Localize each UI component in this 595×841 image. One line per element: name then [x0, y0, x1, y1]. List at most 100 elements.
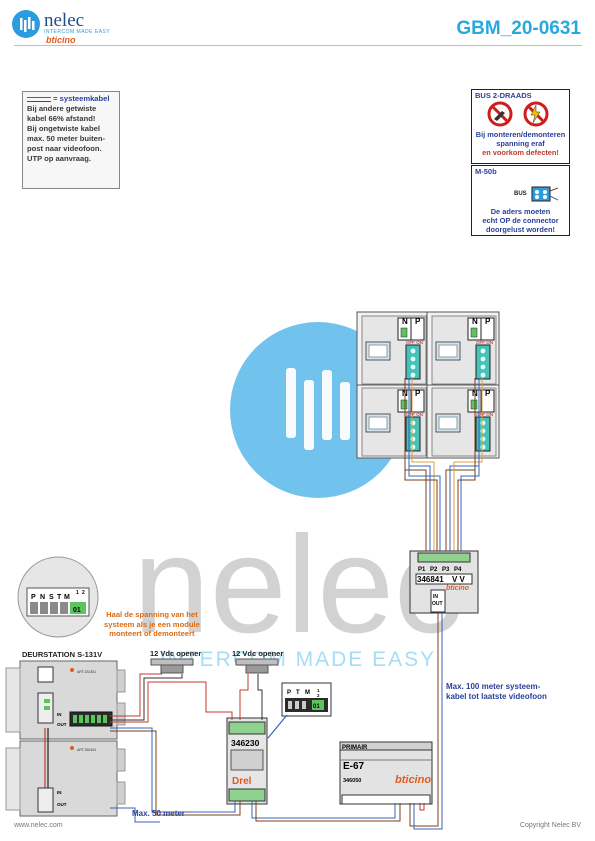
distributor-code: 346841	[417, 575, 444, 584]
note-line-2: kabel 66% afstand!	[27, 114, 96, 123]
distributor-in: IN	[433, 594, 438, 600]
monitor-3-off: OFF ON	[406, 412, 423, 417]
distributor-vv: V V	[452, 575, 466, 584]
voltage-note: Haal de spanning van het systeem als je …	[104, 610, 200, 639]
relay-brand: Drel	[232, 776, 252, 787]
note-line-5: post naar videofoon.	[27, 144, 102, 153]
nelec-logo-icon	[12, 10, 40, 38]
door-station-in-1: IN	[57, 712, 62, 717]
door-station-in-2: IN	[57, 790, 62, 795]
bus-warning-icons	[482, 101, 562, 127]
note-line-1: Bij andere getwiste	[27, 104, 97, 113]
monitor-2-p: P	[485, 317, 491, 326]
connector-t: T	[57, 594, 62, 601]
relay-detail-2: 2	[317, 693, 320, 698]
note-legend-row: = systeemkabel	[27, 94, 115, 104]
no-voltage-icon	[523, 101, 549, 127]
relay-terminal-detail	[267, 682, 332, 739]
connector-n: N	[40, 594, 45, 601]
m50b-box: M-50b BUS De aders moeten echt OP de con…	[471, 165, 570, 236]
power-supply-model: E-67	[343, 761, 365, 772]
cabling	[110, 612, 443, 830]
m50b-connector-icon	[530, 186, 559, 202]
bus-warning-line-2: spanning eraf	[496, 139, 545, 148]
note-legend: = systeemkabel	[53, 94, 110, 103]
distributor-brand: bticino	[446, 585, 470, 592]
header-divider	[14, 45, 582, 46]
relay-code: 346230	[231, 738, 260, 748]
m50b-line-2: echt OP de connector	[482, 216, 559, 225]
note-line-6: UTP op aanvraag.	[27, 154, 92, 163]
power-supply-brand: bticino	[395, 774, 431, 786]
monitor-unit-4	[431, 387, 497, 457]
cable-note-box: = systeemkabel Bij andere getwiste kabel…	[22, 91, 120, 189]
watermark-word: nelec	[133, 508, 463, 662]
monitor-2-off: OFF ON	[476, 340, 493, 345]
door-station-out-2: OUT	[57, 802, 67, 807]
door-station-code-2: ART.352400	[77, 748, 96, 752]
logo-text: nelec	[44, 10, 85, 31]
monitor-bus-wires	[404, 378, 483, 553]
footer-copyright: Copyright Nelec BV	[519, 822, 581, 829]
door-station-title: DEURSTATION S-131V	[22, 650, 103, 659]
connector-2: 2	[82, 590, 85, 596]
watermark-tagline: INTERCOM MADE EASY	[160, 648, 436, 671]
monitor-4-p: P	[485, 389, 491, 398]
max-100-line-2: kabel tot laatste videofoon	[446, 692, 547, 701]
relay-detail-p: P	[287, 690, 291, 696]
connector-1: 1	[76, 590, 79, 596]
logo-tagline: INTERCOM MADE EASY	[44, 29, 111, 35]
distributor-port-4: P4	[454, 567, 462, 573]
door-station-panel	[5, 660, 126, 817]
monitor-unit-2	[431, 315, 497, 385]
note-line-4: max. 50 meter buiten-	[27, 134, 106, 143]
max-100-line-1: Max. 100 meter systeem-	[446, 682, 541, 691]
note-line-3: Bij ongetwiste kabel	[27, 124, 101, 133]
relay-detail-m: M	[305, 690, 310, 696]
connector-p: P	[31, 594, 36, 601]
system-cable-symbol	[27, 96, 51, 102]
power-supply-primair: PRIMAIR	[342, 745, 368, 751]
distributor-port-3: P3	[442, 567, 450, 573]
relay-detail-value: 01	[313, 704, 320, 710]
bus-warning-box: BUS 2-DRAADS Bij monteren/demonteren spa…	[471, 89, 570, 164]
power-supply	[339, 741, 433, 805]
connector-value: 01	[73, 607, 81, 614]
logo-brand: bticino	[46, 35, 76, 45]
relay-detail-t: T	[296, 690, 300, 696]
distributor-port-1: P1	[418, 567, 426, 573]
watermark-symbol	[286, 368, 350, 450]
m50b-line-3: doorgelust worden!	[486, 225, 555, 234]
opener-2-label: 12 Vdc opener	[232, 649, 284, 658]
connector-s: S	[49, 594, 54, 601]
monitor-1-off: OFF ON	[406, 340, 423, 345]
m50b-line-1: De aders moeten	[490, 207, 551, 216]
footer-website[interactable]: www.nelec.com	[14, 822, 63, 829]
m50b-title: M-50b	[475, 167, 497, 176]
voltage-note-line-2: systeem als je een module	[104, 619, 200, 629]
voltage-note-line-3: monteert of demonteert	[109, 629, 195, 638]
monitor-unit-1	[361, 315, 427, 385]
document-code: GBM_20-0631	[456, 18, 581, 39]
no-tool-icon	[487, 101, 513, 127]
m50b-bus-label: BUS	[514, 191, 527, 197]
monitor-1-n: N	[402, 317, 408, 326]
monitor-4-off: OFF ON	[476, 412, 493, 417]
max-50-note: Max. 50 meter	[132, 809, 185, 818]
relay-module	[226, 717, 268, 805]
opener-1-label: 12 Vdc opener	[150, 649, 202, 658]
door-station-out-1: OUT	[57, 722, 67, 727]
distributor-out: OUT	[432, 601, 443, 607]
door-station-code-1: ART.331301	[77, 670, 96, 674]
monitor-1-p: P	[415, 317, 421, 326]
bus-warning-line-3: en voorkom defecten!	[482, 148, 559, 157]
opener-2	[235, 658, 279, 674]
opener-1	[150, 658, 194, 674]
monitor-2-n: N	[472, 317, 478, 326]
power-supply-code: 346050	[343, 778, 361, 784]
max-100-note: Max. 100 meter systeem- kabel tot laatst…	[446, 682, 547, 702]
bus-warning-line-1: Bij monteren/demonteren	[475, 130, 566, 139]
bus-warning-title: BUS 2-DRAADS	[475, 91, 532, 100]
connector-detail	[17, 556, 99, 638]
